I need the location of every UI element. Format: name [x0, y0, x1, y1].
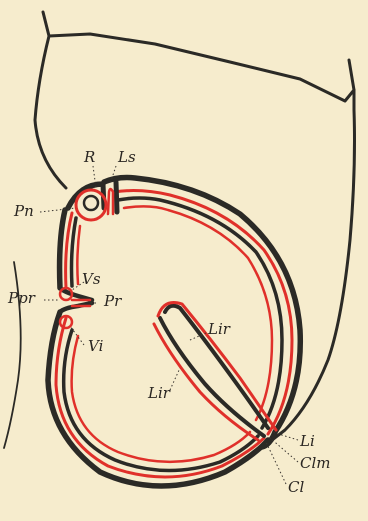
upper-outline [35, 12, 354, 188]
label-Pn: Pn [13, 202, 34, 220]
sac-inner-wall [64, 198, 282, 471]
label-Li: Li [299, 432, 315, 450]
label-Clm: Clm [300, 454, 331, 472]
membrane-inner [72, 206, 272, 461]
label-Lir-upper: Lir [207, 320, 231, 338]
label-Vi: Vi [88, 337, 104, 355]
dorsal-fold-red [108, 189, 113, 214]
recess-circle-inner [84, 196, 98, 210]
label-Cl: Cl [288, 478, 304, 496]
label-R: R [83, 148, 95, 166]
label-Pr: Pr [103, 292, 122, 310]
label-Lir-lower: Lir [147, 384, 171, 402]
label-Vs: Vs [82, 270, 101, 288]
label-Ppr: Ppr [7, 289, 36, 307]
label-Ls: Ls [117, 148, 136, 166]
